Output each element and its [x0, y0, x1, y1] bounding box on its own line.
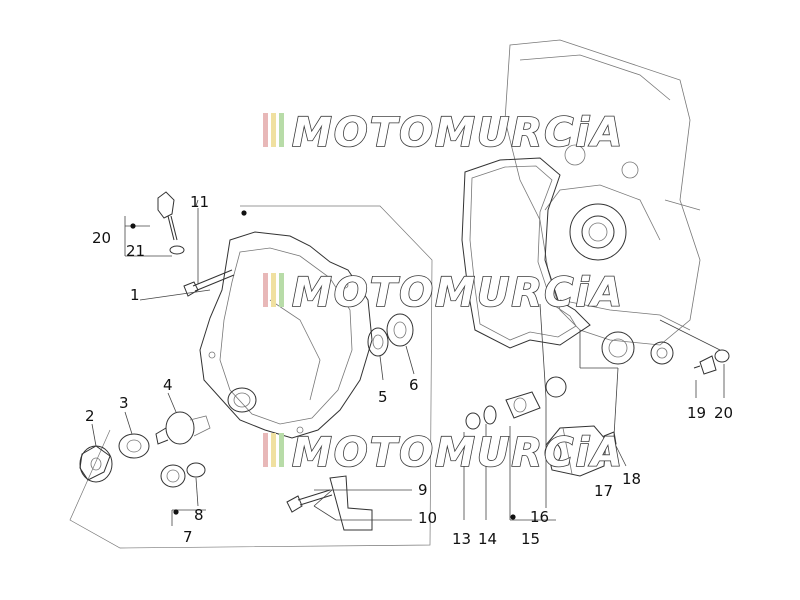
callout-20-right: 20 — [714, 404, 733, 422]
washer-20-drawing — [714, 349, 730, 363]
callout-9: 9 — [418, 481, 428, 499]
gasket-drawing — [461, 157, 591, 349]
oil-filter-17-drawing — [544, 425, 607, 477]
watermark-bottom: MOTOMURCiA — [263, 429, 624, 477]
bracket-9-10-drawing — [286, 475, 373, 531]
watermark-text: MOTOMURCiA — [292, 270, 624, 316]
callout-11: 11 — [190, 193, 209, 211]
crankcase-drawing — [504, 39, 701, 365]
callout-20-left: 20 — [92, 229, 111, 247]
callout-21: 21 — [126, 242, 145, 260]
callout-17: 17 — [594, 482, 613, 500]
watermark-text: MOTOMURCiA — [292, 430, 624, 476]
callout-14: 14 — [478, 530, 497, 548]
plug-8-drawing — [160, 462, 206, 488]
pump-shaft-4-drawing — [155, 411, 211, 445]
impeller-drawing — [79, 445, 113, 483]
watermark-top: MOTOMURCiA — [263, 109, 624, 157]
callout-15: 15 — [521, 530, 540, 548]
callout-19: 19 — [687, 404, 706, 422]
dipstick-drawing — [157, 191, 185, 255]
bearing-5-drawing — [367, 327, 389, 357]
callout-2: 2 — [85, 407, 95, 425]
callout-4: 4 — [163, 376, 173, 394]
watermark-text: MOTOMURCiA — [292, 110, 624, 156]
watermark-middle: MOTOMURCiA — [263, 269, 624, 317]
assembly-1-boundary — [69, 205, 433, 549]
callout-3: 3 — [119, 394, 129, 412]
seal-3-drawing — [118, 433, 150, 459]
filter-adapter-13-16-drawing — [465, 376, 567, 430]
callout-18: 18 — [622, 470, 641, 488]
flywheel-cover-drawing — [199, 231, 373, 439]
callout-labels: 1 2 3 4 5 6 7 8 9 10 11 13 14 15 16 17 1… — [85, 193, 733, 548]
callout-1: 1 — [130, 286, 140, 304]
nipple-18-drawing — [603, 431, 617, 447]
dot-markers — [130, 210, 516, 520]
callout-8: 8 — [194, 506, 204, 524]
callout-7: 7 — [183, 528, 193, 546]
callout-10: 10 — [418, 509, 437, 527]
callout-16: 16 — [530, 508, 549, 526]
callout-5: 5 — [378, 388, 388, 406]
sensor-19-drawing — [693, 355, 717, 375]
callout-13: 13 — [452, 530, 471, 548]
oil-seal-6-drawing — [386, 313, 414, 347]
callout-6: 6 — [409, 376, 419, 394]
bolt-11-drawing — [183, 269, 235, 297]
leader-lines — [91, 199, 725, 526]
